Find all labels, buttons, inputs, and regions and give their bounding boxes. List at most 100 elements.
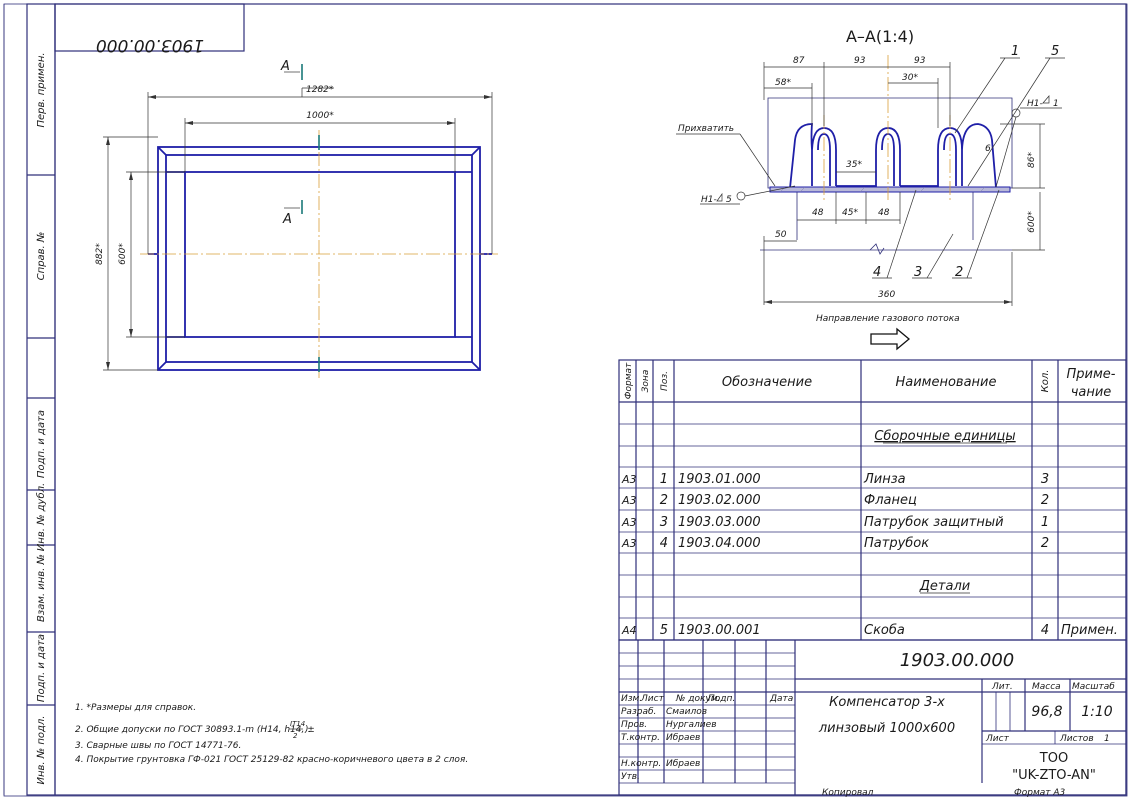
dim-600: 600* [118,243,128,265]
hdr-doc: № докум. [675,694,720,704]
dim-1000: 1000* [306,111,334,121]
mirrored-code: 1903.00.000 [96,35,204,55]
section-view: А–А(1:4) 87 93 93 58* [676,27,1065,351]
row-pos: 4 [660,536,668,551]
row-pos: 1 [660,472,668,487]
pos-4: 4 [873,265,881,280]
row-format: А4 [621,624,637,637]
row-qty: 4 [1041,623,1049,638]
sheets-label: Листов [1059,734,1094,744]
row-qty: 2 [1041,536,1049,551]
section-title: А–А(1:4) [846,27,914,46]
spec-row-1: А3 1 1903.01.000 Линза 3 [621,472,1049,487]
scale-label: Масштаб [1072,682,1115,692]
hdr-izm: Изм. [621,694,642,704]
role-razrab: Разраб. [621,707,656,717]
weld-left: Н1- [701,195,717,205]
row-name: Патрубок защитный [864,515,1004,530]
hdr-date: Дата [769,694,793,704]
strip-label-dubl: Инв. № дубл. [35,483,47,551]
dim-45: 45* [842,208,858,218]
row-pos: 2 [660,493,668,508]
row-qty: 3 [1041,472,1049,487]
lit-label: Лит. [991,682,1013,692]
dim-50: 50 [775,230,787,240]
dim-35: 35* [846,160,862,170]
dim-882: 882* [95,243,105,265]
pos-2: 2 [955,265,963,280]
plan-opening [184,171,456,338]
pos-5: 5 [1051,44,1059,59]
name-prov: Нургалиев [666,720,717,730]
row-designation: 1903.01.000 [678,472,761,487]
col-format: Формат [624,362,634,399]
strip-label-perv: Перв. примен. [36,52,47,127]
strip-label-podp1: Подп. и дата [36,410,47,478]
dim-87: 87 [793,56,805,66]
company-line-2: "UK-ZTO-AN" [1012,768,1096,783]
note-1: 1. *Размеры для справок. [75,703,196,713]
dim-6: 6 [985,144,991,154]
row-qty: 1 [1041,515,1049,530]
copied-label: Копировал [822,788,874,798]
row-designation: 1903.04.000 [678,536,761,551]
role-utv: Утв. [621,772,640,782]
plan-view: А А 1282* 1000* 882* 600* [95,59,498,378]
note-2: 2. Общие допуски по ГОСТ 30893.1-m (Н14,… [75,725,315,735]
format-label: Формат А3 [1014,788,1066,798]
name-tkontr: Ибраев [666,733,700,743]
spec-row-4: А3 4 1903.04.000 Патрубок 2 [621,536,1049,551]
dim-1282: 1282* [306,85,334,95]
row-format: А3 [621,516,637,529]
role-prov: Пров. [621,720,647,730]
dim-86: 86* [1027,152,1037,168]
col-zone: Зона [641,370,651,393]
mass-value: 96,8 [1031,704,1062,720]
col-designation: Обозначение [722,375,812,390]
section-mark-a-top: А [280,59,290,74]
tack-label: Прихватить [678,124,734,134]
row-pos: 5 [660,623,668,638]
col-name: Наименование [895,375,996,390]
dim-600-section: 600* [1027,211,1037,233]
strip-label-podp2: Подп. и дата [36,634,47,702]
col-qty: Кол. [1040,370,1051,393]
scale-value: 1:10 [1081,704,1113,720]
row-format: А3 [621,473,637,486]
company-line-1: ТОО [1039,751,1068,766]
hdr-list: Лист [640,694,665,704]
sheet-label: Лист [985,734,1010,744]
spec-table: Формат Зона Поз. Обозначение Наименовани… [618,359,1127,641]
pos-3: 3 [914,265,922,280]
outer-frame [3,3,1128,797]
weld-left-size: 5 [726,195,732,205]
note-2-fraction-num: IT14 [290,720,305,728]
row-note: Примен. [1061,623,1118,638]
strip-label-sprav: Справ. № [36,232,47,281]
spec-row-3: А3 3 1903.03.000 Патрубок защитный 1 [621,515,1049,530]
dim-30: 30* [902,73,918,83]
note-4: 4. Покрытие грунтовка ГФ-021 ГОСТ 25129-… [75,755,468,765]
role-tkontr: Т.контр. [621,733,660,743]
dim-93a: 93 [854,56,866,66]
note-2-tail: ). [304,725,311,735]
pos-1: 1 [1011,44,1019,59]
row-pos: 3 [660,515,668,530]
role-nkontr: Н.контр. [621,759,661,769]
flow-label: Направление газового потока [816,314,960,324]
row-designation: 1903.03.000 [678,515,761,530]
spec-row-5: А4 5 1903.00.001 Скоба 4 Примен. [621,623,1118,638]
section-mark-a-mid: А [282,212,292,227]
col-pos: Поз. [660,371,670,391]
row-name: Патрубок [864,536,929,551]
name-nkontr: Ибраев [666,759,700,769]
strip-label-vzam: Взам. инв. № [36,554,47,622]
spec-row-2: А3 2 1903.02.000 Фланец 2 [621,493,1049,508]
section-parts: Детали [919,579,970,594]
strip-label-podl: Инв. № подл. [36,716,47,785]
row-name: Скоба [864,623,905,638]
dim-360: 360 [878,290,895,300]
note-2-fraction-den: 2 [293,732,298,740]
